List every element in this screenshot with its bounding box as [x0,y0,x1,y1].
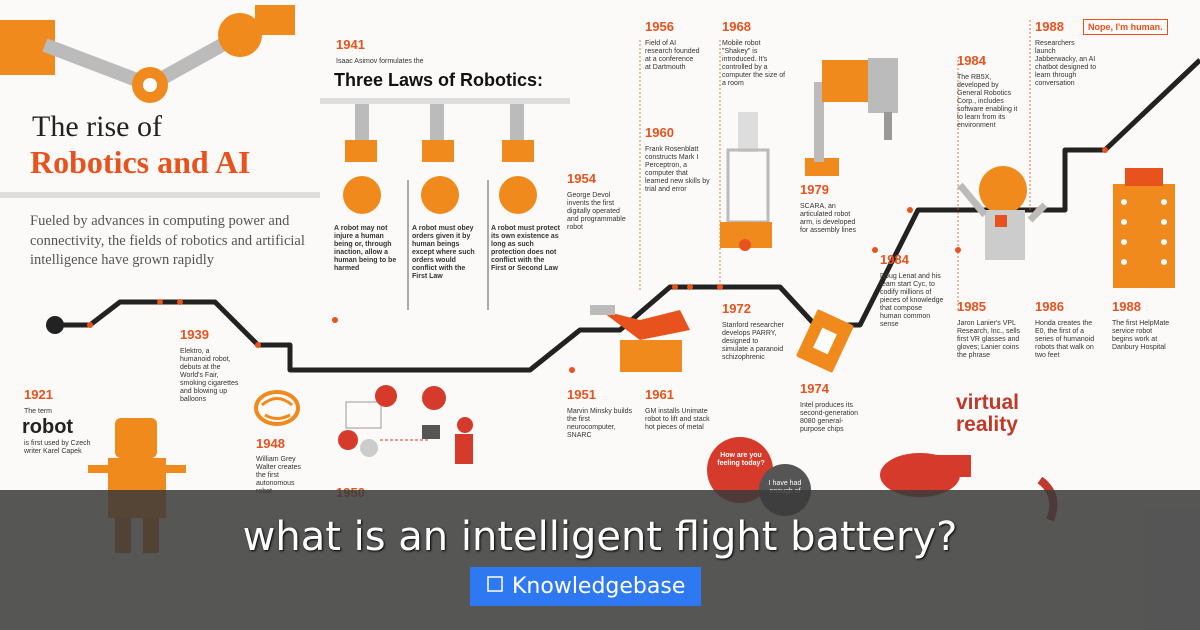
rb5x-robot-illustration [957,166,1048,260]
event-year: 1961 [645,387,674,402]
laws-intro: Isaac Asimov formulates the [336,58,424,65]
event-text: The term [24,408,53,415]
event-year: 1988 [1035,19,1064,34]
robot-arm-illustration [0,5,320,198]
event-year: 1984 [880,252,909,267]
turing-test-illustration [338,385,473,464]
event-year: 1984 [957,53,986,68]
event-text: Marvin Minsky builds the first neurocomp… [567,408,632,440]
event-text: The RB5X, developed by General Robotics … [957,74,1018,130]
event-year: 1960 [645,125,674,140]
event-text: Honda creates the E0, the first of a ser… [1035,320,1095,360]
event-year: 1939 [180,327,209,342]
event-year: 1956 [645,19,674,34]
event-text: The first HelpMate service robot begins … [1112,320,1170,352]
event-text: Field of AI research founded at a confer… [645,40,700,72]
caption-overlay [0,490,1200,630]
chat-bubble-text: How are you feeling today? [717,452,765,468]
event-year: 1979 [800,182,829,197]
event-text: GM installs Unimate robot to lift and st… [645,408,710,432]
event-text: Jaron Lanier's VPL Research, Inc., sells… [957,320,1021,360]
event-text: Frank Rosenblatt constructs Mark I Perce… [645,146,710,194]
infographic-title-line2: Robotics and AI [30,144,251,180]
shakey-robot-illustration [720,112,772,251]
event-year: 1948 [256,436,285,451]
law-2: A robot must obey orders given it by hum… [412,225,475,281]
event-year: 1954 [567,171,596,186]
event-year: 1968 [722,19,751,34]
event-year: 1974 [800,381,829,396]
scara-arm-illustration [805,58,898,176]
event-year: 1988 [1112,299,1141,314]
unimate-illustration [590,305,690,372]
event-year: 1985 [957,299,986,314]
virtual-reality-label: virtual reality [956,391,1020,437]
intel-chip-illustration [796,309,854,373]
event-year: 1986 [1035,299,1064,314]
event-text: Stanford researcher develops PARRY, desi… [722,322,784,362]
infographic-title-line1: The rise of [32,110,162,143]
knowledgebase-label: Knowledgebase [512,574,686,599]
caption-text: what is an intelligent flight battery? [242,514,958,560]
event-text: Elektro, a humanoid robot, debuts at the… [180,348,239,404]
helpmate-robot-illustration [1113,168,1175,288]
event-text: is first used by Czech writer Karel Cape… [24,440,91,456]
event-year: 1921 [24,387,53,402]
brain-illustration [254,390,300,426]
nope-human-label: Nope, I'm human. [1083,19,1168,35]
infographic-intro: Fueled by advances in computing power an… [30,213,305,269]
book-icon [486,567,504,606]
laws-illustration [320,98,570,310]
event-big-word: robot [22,416,74,438]
event-text: Mobile robot "Shakey" is introduced. It'… [722,40,786,88]
knowledgebase-button[interactable]: Knowledgebase [470,567,702,606]
event-text: Doug Lenat and his team start Cyc, to co… [880,273,944,329]
event-text: George Devol invents the first digitally… [567,192,626,232]
event-text: SCARA, an articulated robot arm, is deve… [800,203,857,235]
law-1: A robot may not injure a human being or,… [334,225,397,273]
laws-year: 1941 [336,37,365,52]
event-year: 1972 [722,301,751,316]
event-text: Researchers launch Jabberwacky, an AI ch… [1035,40,1097,88]
event-year: 1951 [567,387,596,402]
event-text: Intel produces its second-generation 808… [800,402,858,434]
law-3: A robot must protect its own existence a… [491,225,560,273]
laws-title: Three Laws of Robotics: [334,70,544,90]
